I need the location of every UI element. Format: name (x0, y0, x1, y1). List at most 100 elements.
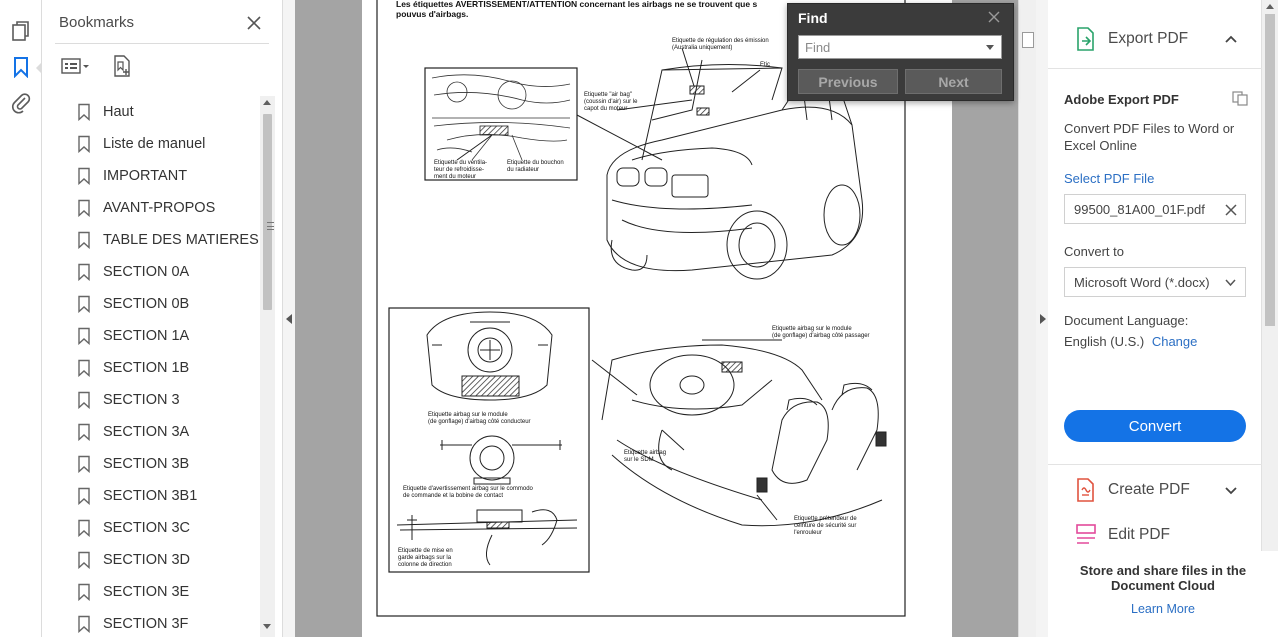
change-language-link[interactable]: Change (1151, 334, 1198, 349)
bookmark-item-section-3c[interactable]: SECTION 3C (72, 512, 260, 544)
bookmark-icon (78, 583, 90, 601)
svg-text:Etic: Etic (760, 62, 770, 68)
bookmark-item-section-3e[interactable]: SECTION 3E (72, 576, 260, 608)
page-drawing: Les étiquettes AVERTISSEMENT/ATTENTION c… (376, 0, 906, 617)
edit-pdf-icon (1076, 524, 1096, 544)
pages-icon[interactable] (8, 18, 34, 44)
collapse-right-pane-button[interactable] (1036, 0, 1048, 637)
bookmark-item-section-3d[interactable]: SECTION 3D (72, 544, 260, 576)
tools-pane: Export PDF Adobe Export PDF Convert PDF … (1048, 0, 1278, 637)
edit-pdf-tool[interactable]: Edit PDF (1074, 522, 1170, 548)
svg-text:Etiquette du ventila-: Etiquette du ventila- (434, 160, 487, 166)
bookmark-item-section-0a[interactable]: SECTION 0A (72, 256, 260, 288)
chevron-down-icon[interactable] (986, 45, 994, 50)
bookmark-icon (78, 103, 90, 121)
bookmark-icon (78, 327, 90, 345)
select-pdf-file-link[interactable]: Select PDF File (1064, 171, 1155, 186)
add-bookmark-icon (114, 55, 130, 77)
svg-text:(Australia uniquement): (Australia uniquement) (672, 45, 732, 51)
bookmark-item-section-3[interactable]: SECTION 3 (72, 384, 260, 416)
new-bookmark-button[interactable] (110, 54, 134, 78)
chevron-up-icon[interactable] (1224, 34, 1238, 44)
bookmark-item-section-3b1[interactable]: SECTION 3B1 (72, 480, 260, 512)
bookmark-icon (78, 167, 90, 185)
svg-text:teur de refroidisse-: teur de refroidisse- (434, 167, 484, 173)
chevron-down-icon[interactable] (1224, 486, 1238, 496)
scroll-thumb[interactable] (1022, 32, 1034, 48)
bookmark-item-table-des-matieres[interactable]: TABLE DES MATIERES (72, 224, 260, 256)
bookmark-item-section-3a[interactable]: SECTION 3A (72, 416, 260, 448)
convert-to-label: Convert to (1064, 244, 1124, 259)
export-pdf-label: Export PDF (1108, 30, 1189, 47)
options-menu-button[interactable] (60, 54, 92, 78)
scroll-down-icon[interactable] (263, 624, 271, 629)
language-value: English (U.S.) (1064, 334, 1145, 349)
format-select[interactable]: Microsoft Word (*.docx) (1064, 267, 1246, 297)
selected-file-field[interactable]: 99500_81A00_01F.pdf (1064, 194, 1246, 224)
bookmark-item-section-1b[interactable]: SECTION 1B (72, 352, 260, 384)
close-icon[interactable] (1225, 204, 1237, 216)
collapse-left-pane-button[interactable] (283, 0, 295, 637)
find-input[interactable]: Find (798, 35, 1002, 59)
find-placeholder: Find (805, 40, 831, 55)
bookmark-item-section-3b[interactable]: SECTION 3B (72, 448, 260, 480)
tools-scrollbar[interactable] (1262, 0, 1278, 637)
bookmarks-title: Bookmarks (59, 14, 135, 31)
create-pdf-icon (1077, 478, 1094, 502)
bookmark-label: AVANT-PROPOS (103, 200, 216, 216)
export-pdf-tool[interactable]: Export PDF (1074, 26, 1188, 52)
bookmark-icon[interactable] (8, 54, 34, 80)
attachment-icon[interactable] (8, 90, 34, 116)
divider (1048, 68, 1262, 69)
bookmark-item-haut[interactable]: Haut (72, 96, 260, 128)
previous-button[interactable]: Previous (798, 69, 898, 94)
bookmarks-scrollbar[interactable] (260, 96, 275, 637)
find-dialog: Find Find Previous Next (787, 3, 1014, 101)
bookmark-list: Haut Liste de manuel IMPORTANT AVANT-PRO… (72, 96, 260, 637)
bookmark-label: SECTION 3B1 (103, 488, 198, 504)
bookmark-label: SECTION 3B (103, 456, 190, 472)
svg-text:ment du moteur: ment du moteur (434, 174, 476, 180)
bookmark-item-section-1a[interactable]: SECTION 1A (72, 320, 260, 352)
svg-text:Etiquette de régulation des ém: Etiquette de régulation des émission (672, 38, 769, 44)
svg-text:garde airbags sur la: garde airbags sur la (398, 555, 452, 561)
scroll-up-icon[interactable] (1266, 4, 1274, 9)
find-title: Find (798, 10, 828, 26)
svg-text:Etiquette de mise en: Etiquette de mise en (398, 548, 453, 554)
bookmark-label: SECTION 3F (103, 616, 189, 632)
scroll-thumb[interactable] (263, 114, 274, 310)
bookmark-item-important[interactable]: IMPORTANT (72, 160, 260, 192)
svg-text:colonne de direction: colonne de direction (398, 562, 452, 568)
scroll-up-icon[interactable] (263, 100, 271, 105)
close-icon[interactable] (987, 10, 1003, 26)
bookmark-icon (78, 551, 90, 569)
bookmark-label: SECTION 3D (103, 552, 191, 568)
bookmark-item-liste-de-manuel[interactable]: Liste de manuel (72, 128, 260, 160)
svg-text:sur le SDM: sur le SDM (624, 457, 654, 463)
bookmark-label: SECTION 1B (103, 360, 190, 376)
bookmark-label: TABLE DES MATIERES (103, 232, 259, 248)
bookmark-icon (78, 391, 90, 409)
close-icon[interactable] (243, 12, 265, 34)
export-pdf-icon (1077, 27, 1094, 51)
create-pdf-tool[interactable]: Create PDF (1074, 477, 1190, 503)
bookmark-item-avant-propos[interactable]: AVANT-PROPOS (72, 192, 260, 224)
learn-more-link[interactable]: Learn More (1131, 602, 1195, 616)
next-button[interactable]: Next (905, 69, 1002, 94)
convert-button[interactable]: Convert (1064, 410, 1246, 442)
divider (55, 43, 269, 44)
list-options-icon (61, 58, 89, 74)
document-scrollbar[interactable] (1018, 0, 1036, 637)
bookmark-label: SECTION 3A (103, 424, 190, 440)
scroll-thumb[interactable] (1265, 14, 1275, 326)
svg-text:l'enrouleur: l'enrouleur (794, 530, 822, 536)
svg-text:de commande et la bobine de co: de commande et la bobine de contact (403, 493, 503, 499)
store-title: Store and share files in the Document Cl… (1079, 563, 1247, 593)
document-view[interactable]: Les étiquettes AVERTISSEMENT/ATTENTION c… (295, 0, 1018, 637)
svg-text:(de gonflage) d'airbag côté co: (de gonflage) d'airbag côté conducteur (428, 419, 531, 425)
bookmark-item-section-3f[interactable]: SECTION 3F (72, 608, 260, 637)
svg-text:Etiquette airbag sur le module: Etiquette airbag sur le module (428, 412, 508, 418)
bookmark-label: IMPORTANT (103, 168, 188, 184)
copy-icon[interactable] (1231, 90, 1249, 106)
bookmark-item-section-0b[interactable]: SECTION 0B (72, 288, 260, 320)
